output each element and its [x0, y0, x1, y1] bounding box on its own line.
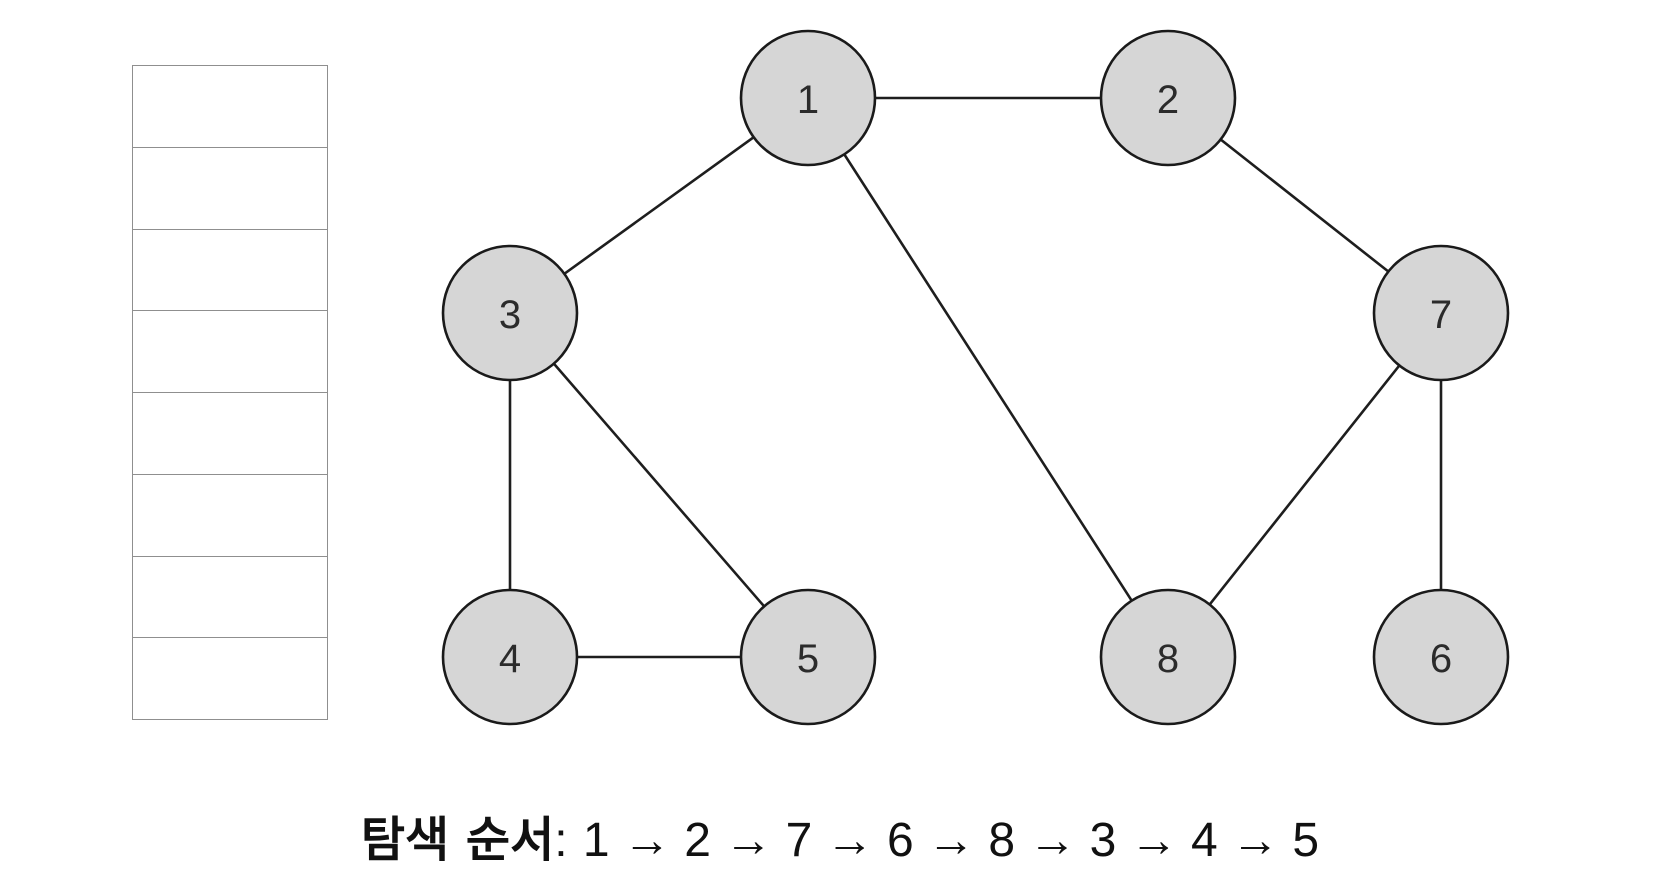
node-4: 4: [441, 588, 579, 726]
node-label: 5: [797, 637, 819, 681]
graph-edges: [508, 96, 1443, 659]
node-6: 6: [1372, 588, 1510, 726]
node-circle: [1372, 588, 1510, 726]
edge-1-8: [806, 96, 1170, 659]
node-circle: [441, 588, 579, 726]
node-label: 6: [1430, 637, 1452, 681]
node-label: 2: [1157, 78, 1179, 122]
search-order-sequence: 1 → 2 → 7 → 6 → 8 → 3 → 4 → 5: [582, 814, 1320, 867]
node-circle: [739, 29, 877, 167]
search-order-caption: 탐색 순서: 1 → 2 → 7 → 6 → 8 → 3 → 4 → 5: [0, 800, 1680, 870]
node-label: 1: [797, 78, 819, 122]
node-5: 5: [739, 588, 877, 726]
node-circle: [1099, 29, 1237, 167]
node-circle: [441, 244, 579, 382]
caption-separator: :: [554, 814, 568, 867]
stack-slot: [133, 637, 327, 719]
node-3: 3: [441, 244, 579, 382]
edge-3-5: [508, 311, 810, 659]
node-circle: [1099, 588, 1237, 726]
node-1: 1: [739, 29, 877, 167]
node-circle: [739, 588, 877, 726]
node-7: 7: [1372, 244, 1510, 382]
stack-slot: [133, 228, 327, 311]
stack-slot: [133, 555, 327, 638]
node-circle: [1372, 244, 1510, 382]
edge-7-8: [1166, 311, 1443, 659]
stack-container: [132, 65, 328, 720]
stack-slot: [133, 146, 327, 229]
stack-slot: [133, 310, 327, 392]
stack-slot: [133, 473, 327, 556]
node-label: 3: [499, 293, 521, 337]
node-label: 4: [499, 637, 521, 681]
node-label: 8: [1157, 637, 1179, 681]
node-2: 2: [1099, 29, 1237, 167]
node-label: 7: [1430, 293, 1452, 337]
graph-nodes: 1 2 3 4 5 6 7 8: [441, 29, 1510, 726]
caption-label: 탐색 순서: [360, 812, 555, 868]
stack-slot: [133, 392, 327, 474]
node-8: 8: [1099, 588, 1237, 726]
